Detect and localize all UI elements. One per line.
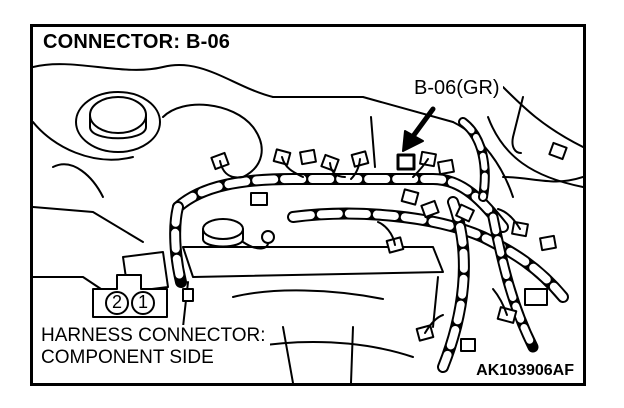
- oil-filler-cap: [75, 91, 161, 153]
- harness-connector-label: HARNESS CONNECTOR: COMPONENT SIDE: [39, 325, 270, 369]
- harness-connector-inset: [92, 274, 168, 318]
- diagram-frame: CONNECTOR: B-06 B-06(GR) 2 1 HARNESS CON…: [30, 24, 586, 386]
- connector-callout-label: B-06(GR): [411, 77, 503, 99]
- harness-connectors: [182, 141, 568, 352]
- callout-arrow: [402, 106, 436, 152]
- sensor-boss: [202, 218, 275, 250]
- connector-title: CONNECTOR: B-06: [43, 29, 237, 55]
- engine-bay-illustration: [33, 63, 583, 383]
- harness-label-line1: HARNESS CONNECTOR:: [41, 325, 266, 346]
- pin-label-2: 2: [111, 292, 122, 312]
- wiring-harness: [169, 117, 569, 373]
- connector-wire-loops: [219, 96, 524, 334]
- b06-target-connector: [396, 153, 416, 171]
- harness-label-line2: COMPONENT SIDE: [41, 347, 214, 368]
- pin-label-1: 1: [137, 292, 148, 312]
- reference-code: AK103906AF: [473, 361, 577, 381]
